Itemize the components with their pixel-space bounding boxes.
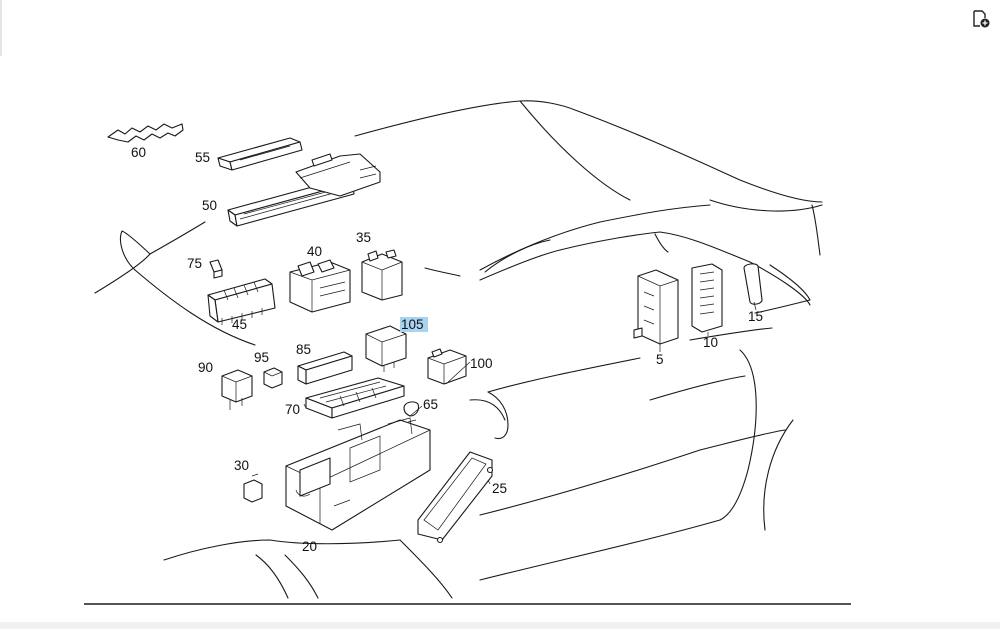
part-85-relay (297, 351, 353, 385)
callout-5[interactable]: 5 (656, 352, 664, 367)
callout-65[interactable]: 65 (423, 397, 438, 412)
callout-10[interactable]: 10 (703, 335, 718, 350)
part-40-relay-box (289, 259, 351, 313)
callout-75[interactable]: 75 (187, 256, 202, 271)
selected-callout-highlight (400, 317, 428, 332)
part-90-relay (221, 369, 253, 410)
callout-40[interactable]: 40 (307, 244, 322, 259)
callout-45[interactable]: 45 (232, 317, 247, 332)
part-25-cover (417, 451, 494, 544)
callout-90[interactable]: 90 (198, 360, 213, 375)
part-15-strip (743, 263, 763, 305)
part-45-relay-strip (207, 278, 276, 325)
part-70-fuse-block (305, 377, 405, 419)
callout-85[interactable]: 85 (296, 342, 311, 357)
part-60-gasket (107, 123, 184, 143)
part-5-fuse-holder (633, 269, 679, 345)
part-50-fuse-board (227, 153, 381, 227)
callout-20[interactable]: 20 (302, 539, 317, 554)
part-30-connector (243, 473, 263, 503)
side-panel-edge (0, 0, 2, 56)
part-10-fuse-strip (691, 263, 723, 333)
callout-105[interactable]: 105 (401, 317, 424, 332)
part-35-relay (361, 249, 403, 301)
part-105-relay (365, 325, 407, 372)
part-55-cover (217, 137, 303, 171)
callout-25[interactable]: 25 (492, 481, 507, 496)
callout-30[interactable]: 30 (234, 458, 249, 473)
callout-labels: 60 55 50 35 40 75 45 105 85 95 90 100 65… (131, 145, 763, 554)
callout-100[interactable]: 100 (470, 356, 493, 371)
callout-55[interactable]: 55 (195, 150, 210, 165)
part-95-relay (263, 367, 283, 389)
callout-70[interactable]: 70 (285, 402, 300, 417)
callout-50[interactable]: 50 (202, 198, 217, 213)
part-20-tray (285, 417, 431, 531)
part-100-module (427, 348, 467, 385)
document-add-icon (973, 10, 990, 28)
leader-lines (303, 301, 757, 485)
bottom-scroll-track[interactable] (0, 622, 1000, 629)
part-75-fuse (209, 259, 223, 279)
callout-15[interactable]: 15 (748, 309, 763, 324)
add-to-document-button[interactable] (968, 6, 994, 32)
callout-35[interactable]: 35 (356, 230, 371, 245)
callout-95[interactable]: 95 (254, 350, 269, 365)
car-body-outline (94, 100, 823, 599)
callout-60[interactable]: 60 (131, 145, 146, 160)
